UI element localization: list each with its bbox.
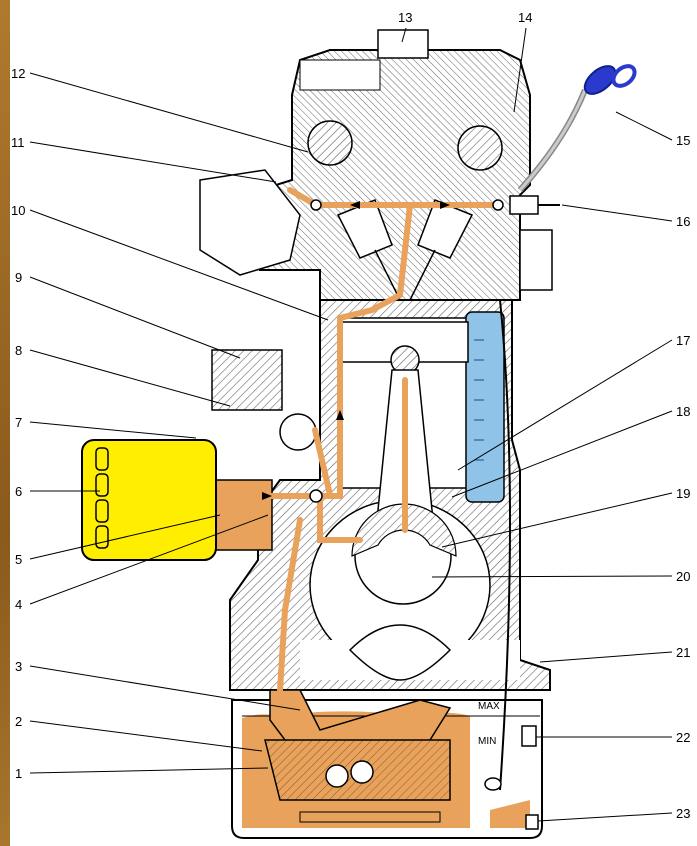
label-19: 19 <box>676 486 690 501</box>
label-9: 9 <box>15 270 22 285</box>
label-21: 21 <box>676 645 690 660</box>
label-14: 14 <box>518 10 532 25</box>
label-13: 13 <box>398 10 412 25</box>
drain-plug <box>525 814 539 830</box>
cylinder-head <box>199 29 553 301</box>
pump-gear-1 <box>325 764 349 788</box>
counterweight <box>348 624 452 681</box>
label-11: 11 <box>11 135 25 150</box>
callout-labels: 1 2 3 4 5 6 7 8 9 10 11 12 13 14 15 16 1… <box>11 10 690 821</box>
leader-lines <box>29 27 673 822</box>
label-5: 5 <box>15 552 22 567</box>
label-4: 4 <box>15 597 22 612</box>
intake-camshaft <box>307 120 353 166</box>
label-22: 22 <box>676 730 690 745</box>
oil-flow-arrows <box>262 201 450 500</box>
label-20: 20 <box>676 569 690 584</box>
label-17: 17 <box>676 333 690 348</box>
oil-pump <box>264 689 452 823</box>
label-23: 23 <box>676 806 690 821</box>
coolant-marks <box>474 339 484 461</box>
oil-pressure-sensor <box>509 195 560 215</box>
dipstick-handle <box>583 65 617 95</box>
label-2: 2 <box>15 714 22 729</box>
label-6: 6 <box>15 484 22 499</box>
oil-filter-assembly <box>81 349 317 561</box>
dipstick-max-label: MAX <box>478 701 500 712</box>
pressure-valve <box>279 413 317 451</box>
coolant-jacket <box>465 311 505 503</box>
label-15: 15 <box>676 133 690 148</box>
oil-passages <box>217 187 501 693</box>
dipstick-min-label: MIN <box>478 736 496 747</box>
label-10: 10 <box>11 203 25 218</box>
level-plug <box>521 725 537 747</box>
label-3: 3 <box>15 659 22 674</box>
label-7: 7 <box>15 415 22 430</box>
pump-gear-2 <box>350 760 374 784</box>
piston-assembly <box>341 321 469 681</box>
label-16: 16 <box>676 214 690 229</box>
label-18: 18 <box>676 404 690 419</box>
label-1: 1 <box>15 766 22 781</box>
dipstick: MAX MIN <box>478 64 637 791</box>
label-12: 12 <box>11 66 25 81</box>
oil-gallery-junction <box>309 489 323 503</box>
exhaust-camshaft <box>457 125 503 171</box>
label-8: 8 <box>15 343 22 358</box>
oil-filler-cap <box>377 29 429 59</box>
